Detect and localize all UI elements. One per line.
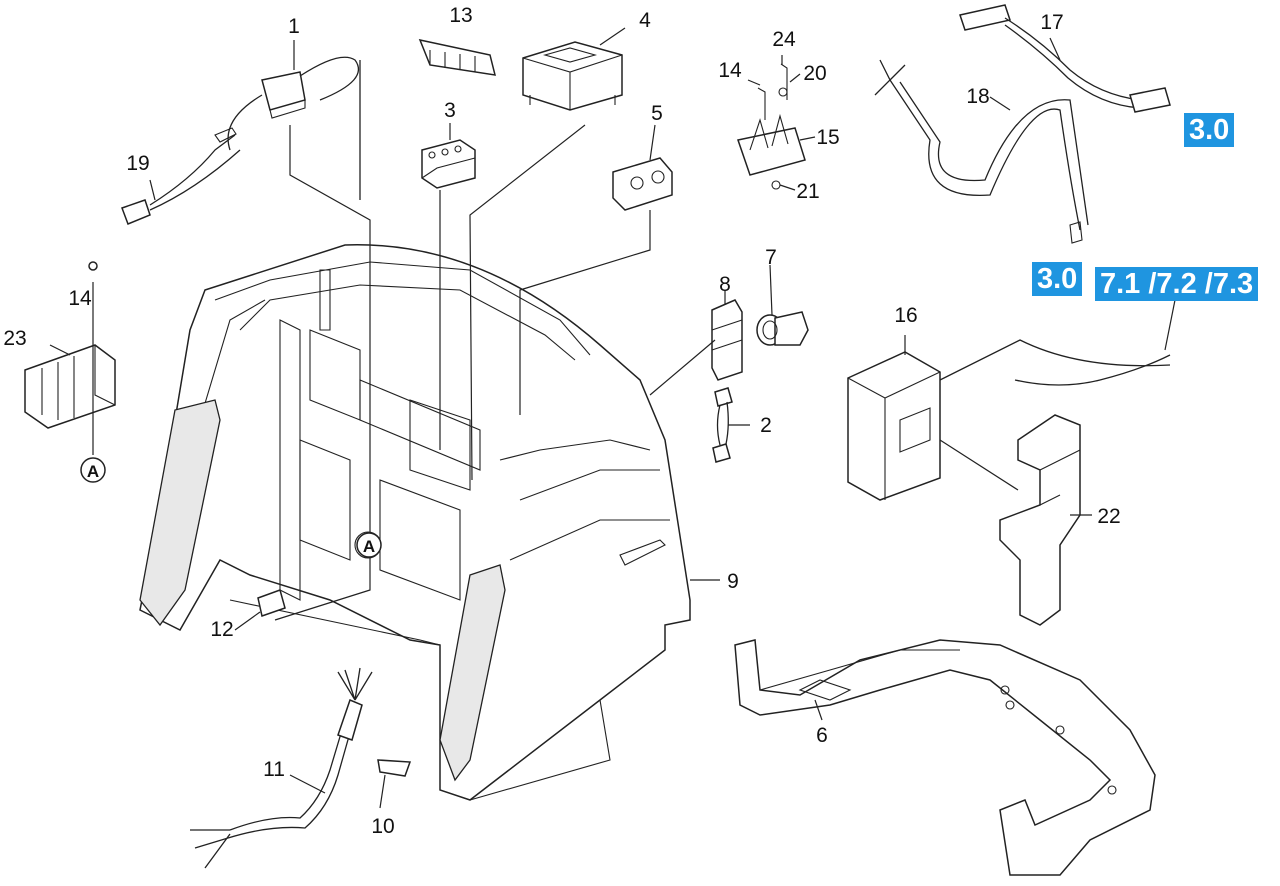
reference-badge-3-0-top[interactable]: 3.0 — [1184, 113, 1235, 147]
label-18: 18 — [966, 85, 989, 108]
leader-lines — [49, 27, 1176, 809]
label-20: 20 — [803, 62, 826, 85]
label-6: 6 — [816, 724, 828, 747]
label-17: 17 — [1040, 11, 1063, 34]
control-module-part — [847, 339, 1171, 501]
handle-part — [734, 639, 1156, 876]
label-19: 19 — [126, 152, 149, 175]
label-21: 21 — [796, 180, 819, 203]
cable-connector-part — [121, 127, 241, 225]
part-number-labels: 1 2 3 4 5 6 7 8 9 10 11 12 13 14 15 16 1… — [3, 4, 1120, 838]
label-4: 4 — [639, 9, 651, 32]
label-14-screw: 14 — [68, 287, 92, 310]
label-5: 5 — [651, 102, 663, 125]
transformer-part — [522, 41, 623, 111]
label-12: 12 — [210, 618, 233, 641]
label-9: 9 — [727, 570, 739, 593]
label-2: 2 — [760, 414, 772, 437]
label-13: 13 — [449, 4, 472, 27]
cable-clamp-part — [737, 63, 806, 190]
switch-part — [711, 299, 743, 381]
label-22: 22 — [1097, 505, 1120, 528]
mounting-bracket-part — [999, 414, 1081, 626]
thermostat-part — [227, 56, 361, 200]
knob-part — [756, 311, 809, 346]
bracket-part — [612, 157, 673, 211]
terminal-strip-part — [418, 38, 497, 76]
label-8: 8 — [719, 273, 731, 296]
svg-text:A: A — [363, 537, 375, 556]
power-cord-part — [190, 667, 373, 869]
detail-marker-a: A — [80, 457, 106, 483]
jumper-cable-part — [712, 387, 733, 463]
label-11: 11 — [263, 758, 285, 781]
label-3: 3 — [444, 99, 456, 122]
svg-text:A: A — [87, 462, 99, 481]
label-10: 10 — [371, 815, 394, 838]
label-7: 7 — [765, 246, 777, 269]
clip-part — [257, 589, 286, 617]
label-24: 24 — [772, 28, 796, 51]
label-14: 14 — [718, 59, 742, 82]
label-1: 1 — [288, 15, 300, 38]
reference-badge-3-0-mid[interactable]: 3.0 — [1032, 262, 1083, 296]
reference-badge-7-x[interactable]: 7.1 /7.2 /7.3 — [1095, 267, 1259, 301]
ribbon-harness-part — [959, 4, 1171, 113]
label-23: 23 — [3, 327, 26, 350]
label-16: 16 — [894, 304, 917, 327]
detail-marker-a-housing: A — [356, 532, 382, 558]
terminal-block-part — [24, 261, 116, 455]
housing-part — [139, 244, 691, 801]
label-15: 15 — [816, 126, 839, 149]
wire-harness-part — [874, 59, 1089, 244]
cable-strip-part — [377, 759, 412, 777]
terminal-connector-part — [421, 139, 476, 189]
